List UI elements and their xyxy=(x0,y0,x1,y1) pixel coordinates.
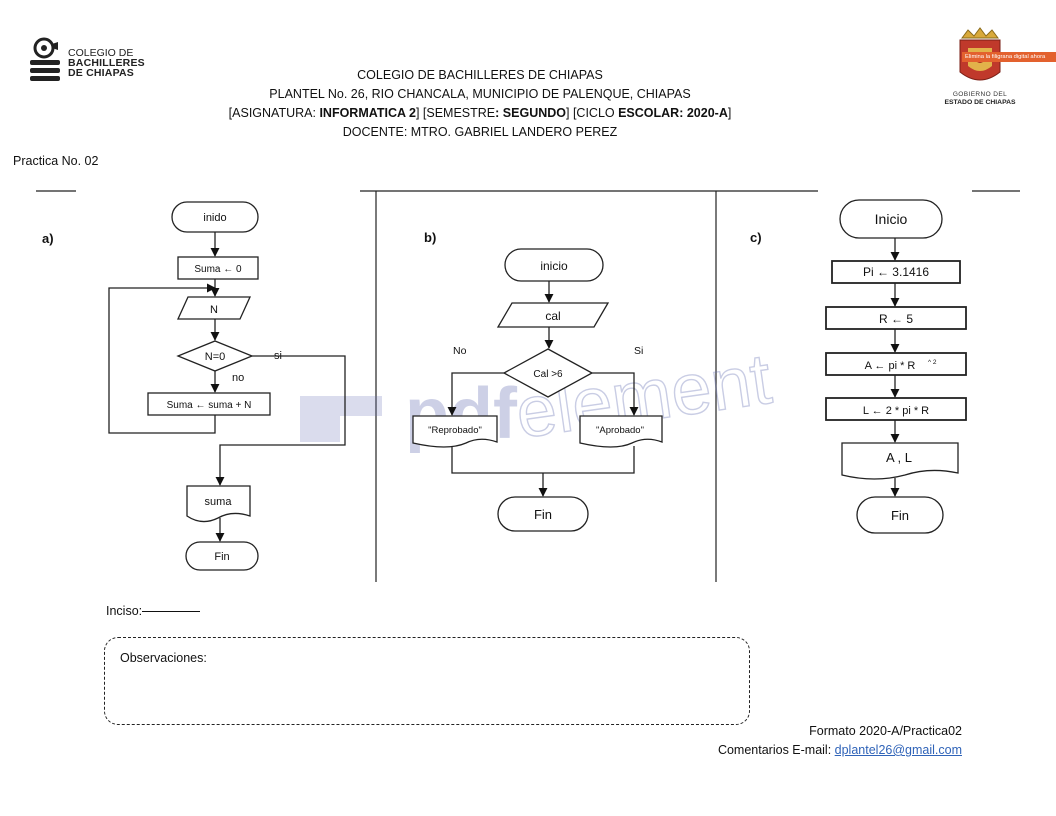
a-end-terminal xyxy=(185,541,259,571)
c-step-pi xyxy=(831,260,961,284)
a-output-document xyxy=(186,485,251,523)
campus-line: PLANTEL No. 26, RIO CHANCALA, MUNICIPIO … xyxy=(269,87,691,101)
a-no-label: no xyxy=(232,372,244,384)
comments-email-line: Comentarios E-mail: dplantel26@gmail.com xyxy=(717,743,962,757)
svg-text:R ← 5: R ← 5 xyxy=(879,312,913,326)
diagram-b-label: b) xyxy=(424,230,436,245)
svg-text:N=0: N=0 xyxy=(205,351,226,363)
b-yes-label: Si xyxy=(634,345,643,357)
b-no-label: No xyxy=(453,345,467,357)
teacher-line: DOCENTE: MTRO. GABRIEL LANDERO PEREZ xyxy=(342,125,618,139)
b-input-parallelogram xyxy=(496,302,610,328)
c-step-area xyxy=(825,352,967,376)
svg-text:Fin: Fin xyxy=(214,551,229,563)
diagram-a-label: a) xyxy=(42,231,54,246)
svg-text:Cal >6: Cal >6 xyxy=(533,369,563,380)
c-step-length xyxy=(825,397,967,421)
svg-text:suma: suma xyxy=(205,496,233,508)
svg-text:Suma ← suma + N: Suma ← suma + N xyxy=(167,400,252,411)
email-link[interactable]: dplantel26@gmail.com xyxy=(834,743,962,757)
svg-text:Suma ← 0: Suma ← 0 xyxy=(194,264,242,275)
format-code: Formato 2020-A/Practica02 xyxy=(809,724,962,738)
inciso-blank-line[interactable] xyxy=(142,611,201,612)
svg-text:inicio: inicio xyxy=(540,259,568,273)
svg-text:inido: inido xyxy=(203,212,226,224)
flowchart-panels: pdf element a) inido Suma ← 0 N N=0 si n… xyxy=(36,190,1020,582)
b-end-terminal xyxy=(497,496,589,532)
svg-text:Inicio: Inicio xyxy=(875,211,908,227)
svg-text:Fin: Fin xyxy=(534,507,552,522)
a-loop-arrow xyxy=(108,283,216,434)
colegio-bachilleres-logo: COLEGIO DE BACHILLERES DE CHIAPAS xyxy=(28,36,158,88)
svg-text:"Aprobado": "Aprobado" xyxy=(596,425,644,436)
course-line: [ASIGNATURA: INFORMATICA 2] [SEMESTRE: S… xyxy=(228,106,732,120)
observaciones-box[interactable] xyxy=(104,637,750,725)
bachilleres-emblem-icon xyxy=(30,37,60,81)
b-decision-diamond xyxy=(502,348,594,398)
panel-separators xyxy=(36,190,1020,582)
institution-name: COLEGIO DE BACHILLERES DE CHIAPAS xyxy=(357,68,603,82)
svg-text:L ← 2 * pi * R: L ← 2 * pi * R xyxy=(863,405,929,417)
gov-line1: GOBIERNO DEL xyxy=(952,91,1008,98)
flowchart-b: b) inicio cal Cal >6 No Si "Reprobado" "… xyxy=(412,230,663,532)
observaciones-label: Observaciones: xyxy=(120,651,207,665)
c-end-terminal xyxy=(856,496,944,534)
svg-text:A , L: A , L xyxy=(886,450,912,465)
inciso-field[interactable]: Inciso: xyxy=(106,604,201,618)
svg-text:A ← pi * R: A ← pi * R xyxy=(865,360,916,372)
svg-text:Pi ← 3.1416: Pi ← 3.1416 xyxy=(863,265,929,279)
svg-text:cal: cal xyxy=(545,309,560,323)
document-header: COLEGIO DE BACHILLERES DE CHIAPAS PLANTE… xyxy=(180,66,780,142)
b-output-aprobado xyxy=(579,415,663,448)
svg-text:N: N xyxy=(210,304,218,316)
a-exit-arrow xyxy=(215,355,346,486)
a-input-parallelogram xyxy=(176,296,252,320)
logo-wordmark: COLEGIO DE BACHILLERES DE CHIAPAS xyxy=(68,47,145,79)
a-accumulate-process xyxy=(147,392,271,416)
gobierno-chiapas-logo: Elimina la filigrana digital ahora GOBIE… xyxy=(930,26,1056,112)
flowchart-a: a) inido Suma ← 0 N N=0 si no Suma ← sum… xyxy=(42,201,346,571)
b-start-terminal xyxy=(504,248,604,282)
b-output-reprobado xyxy=(412,415,498,448)
c-start-terminal xyxy=(839,199,943,239)
c-step-r xyxy=(825,306,967,330)
diagram-c-label: c) xyxy=(750,230,762,245)
gov-line2: ESTADO DE CHIAPAS xyxy=(944,99,1016,106)
flowchart-c: c) Inicio Pi ← 3.1416 R ← 5 A ← pi * R ^… xyxy=(750,199,967,534)
practice-number: Practica No. 02 xyxy=(13,154,99,168)
a-init-process xyxy=(177,256,259,280)
svg-text:^ 2: ^ 2 xyxy=(928,359,937,366)
svg-text:"Reprobado": "Reprobado" xyxy=(428,425,482,436)
c-output-document xyxy=(841,442,959,480)
watermark-notice[interactable]: Elimina la filigrana digital ahora xyxy=(962,52,1056,62)
svg-text:Fin: Fin xyxy=(891,508,909,523)
